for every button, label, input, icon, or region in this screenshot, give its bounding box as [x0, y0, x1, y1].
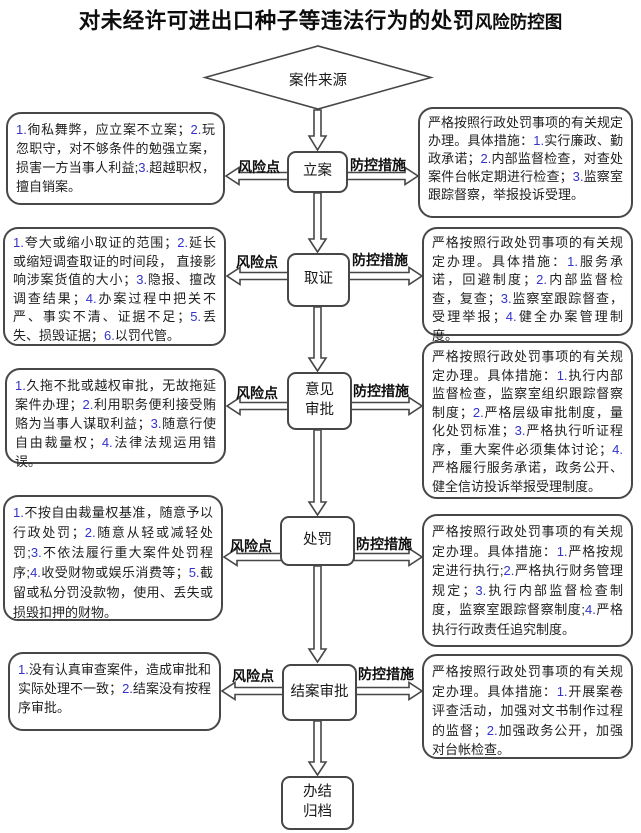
risk-arrow-3: [225, 396, 289, 416]
risk-label-2: 风险点: [236, 254, 278, 270]
stage-node-penalty: 处罚: [280, 516, 355, 566]
control-arrow-3: [350, 396, 424, 416]
control-box-case-closing: 严格按照行政处罚事项的有关规定办理。具体措施：1.开展案卷评查活动，加强对文书制…: [422, 654, 633, 759]
arrow-down-5: [307, 565, 328, 664]
risk-label-1: 风险点: [238, 159, 280, 175]
control-arrow-4: [353, 547, 424, 567]
arrow-down-4: [307, 429, 328, 517]
risk-box-opinion-approval: 1.久拖不批或越权审批，无故拖延案件办理；2.利用职务便利接受贿赂为当事人谋取利…: [5, 368, 226, 469]
arrow-down-1: [307, 109, 328, 152]
control-label-1: 防控措施: [350, 157, 406, 173]
arrow-down-2: [307, 192, 328, 254]
risk-label-4: 风险点: [230, 538, 272, 554]
case-source-label: 案件来源: [289, 73, 347, 89]
page-title-suffix: 风险防控图: [474, 12, 563, 32]
risk-arrow-5: [220, 681, 285, 701]
risk-arrow-4: [222, 547, 283, 567]
control-box-opinion-approval: 严格按照行政处罚事项的有关规定办理。具体措施：1.执行内部监督检查，监察室组织跟…: [422, 341, 633, 499]
control-arrow-2: [348, 266, 424, 286]
control-label-2: 防控措施: [352, 252, 408, 268]
control-box-penalty: 严格按照行政处罚事项的有关规定办理。具体措施：1.严格按规定进行执行;2.严格执…: [422, 514, 633, 647]
risk-label-5: 风险点: [232, 668, 274, 684]
stage-node-case-closing: 结案审批: [282, 664, 357, 721]
control-label-3: 防控措施: [353, 383, 409, 399]
control-arrow-1: [346, 166, 420, 186]
control-label-5: 防控措施: [358, 666, 414, 682]
risk-label-3: 风险点: [236, 385, 278, 401]
control-box-filing: 严格按照行政处罚事项的有关规定办理。具体措施：1.实行廉政、勤政承诺；2.内部监…: [418, 107, 633, 218]
arrow-down-3: [307, 306, 328, 373]
control-label-4: 防控措施: [356, 536, 412, 552]
risk-box-filing: 1.徇私舞弊，应立案不立案；2.玩忽职守，对不够条件的勉强立案，损害一方当事人利…: [6, 112, 225, 205]
stage-node-archive: 办结 归档: [281, 776, 354, 830]
stage-node-filing: 立案: [287, 151, 348, 193]
page-title: 对未经许可进出口种子等违法行为的处罚风险防控图: [0, 4, 641, 35]
risk-arrow-1: [224, 166, 289, 186]
risk-box-evidence: 1.夸大或缩小取证的范围；2.延长或缩短调查取证的时间段， 直接影响涉案货值的大…: [3, 227, 226, 346]
stage-node-evidence: 取证: [287, 253, 350, 307]
page-title-main: 对未经许可进出口种子等违法行为的处罚: [78, 9, 475, 33]
case-source-diamond-shape: [202, 45, 434, 110]
risk-box-penalty: 1.不按自由裁量权基准，随意予以行政处罚；2.随意从轻或减轻处罚;3.不依法履行…: [3, 495, 223, 621]
control-box-evidence: 严格按照行政处罚事项的有关规定办理。具体措施：1.服务承诺，回避制度；2.内部监…: [422, 227, 633, 343]
arrow-down-6: [307, 720, 328, 777]
risk-arrow-2: [225, 266, 289, 286]
control-arrow-5: [355, 681, 424, 701]
risk-box-case-closing: 1.没有认真审查案件，造成审批和实际处理不一致；2.结案没有按程序审批。: [8, 652, 221, 731]
stage-node-opinion-approval: 意见 审批: [287, 372, 352, 430]
